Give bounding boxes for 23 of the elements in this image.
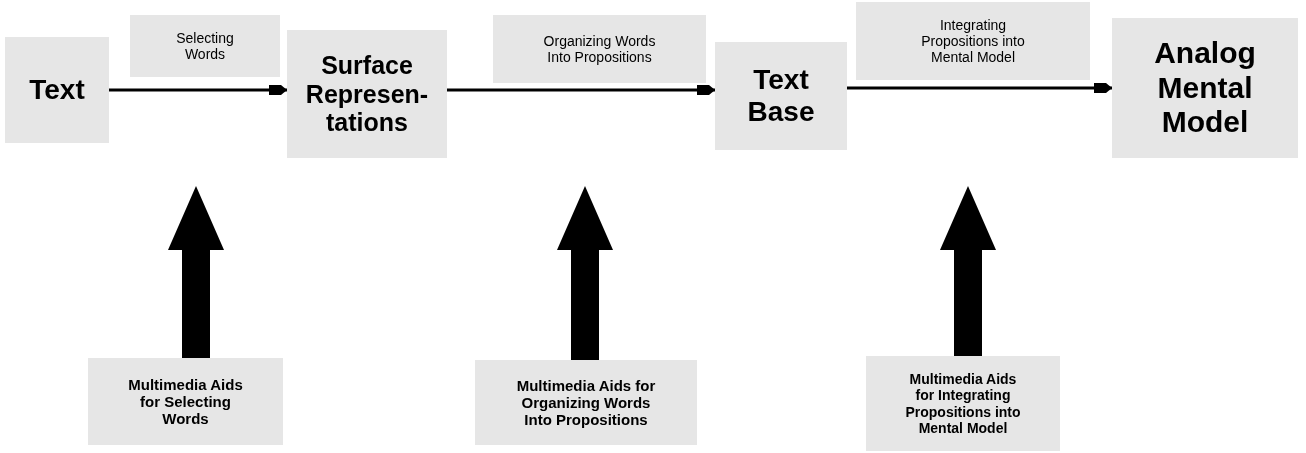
concept-box [715,42,847,150]
process-box [130,15,280,77]
concept-label: Text Base [746,63,816,129]
process-label: Integrating Propositions into Mental Model [920,16,1026,66]
aid-label: Multimedia Aids for Organizing Words Into Propositions [515,376,657,429]
concept-label: Analog Mental Model [1153,36,1257,140]
aid-label: Multimedia Aids for Selecting Words [127,375,244,428]
process-label: Organizing Words Into Propositions [542,32,657,66]
concept-box [287,30,447,158]
process-box [856,2,1090,80]
aid-label: Multimedia Aids for Integrating Propositions into Mental Model [904,371,1022,436]
block-arrow [940,186,996,356]
block-arrow [557,186,613,360]
process-box [493,15,706,83]
block-arrow [168,186,224,358]
aid-box [866,356,1060,451]
aid-box [475,360,697,445]
aid-box [88,358,283,445]
concept-label: Text [29,73,85,107]
process-label: Selecting Words [175,29,235,63]
concept-label: Surface Represen- tations [304,50,430,138]
concept-box [1112,18,1298,158]
concept-box [5,37,109,143]
